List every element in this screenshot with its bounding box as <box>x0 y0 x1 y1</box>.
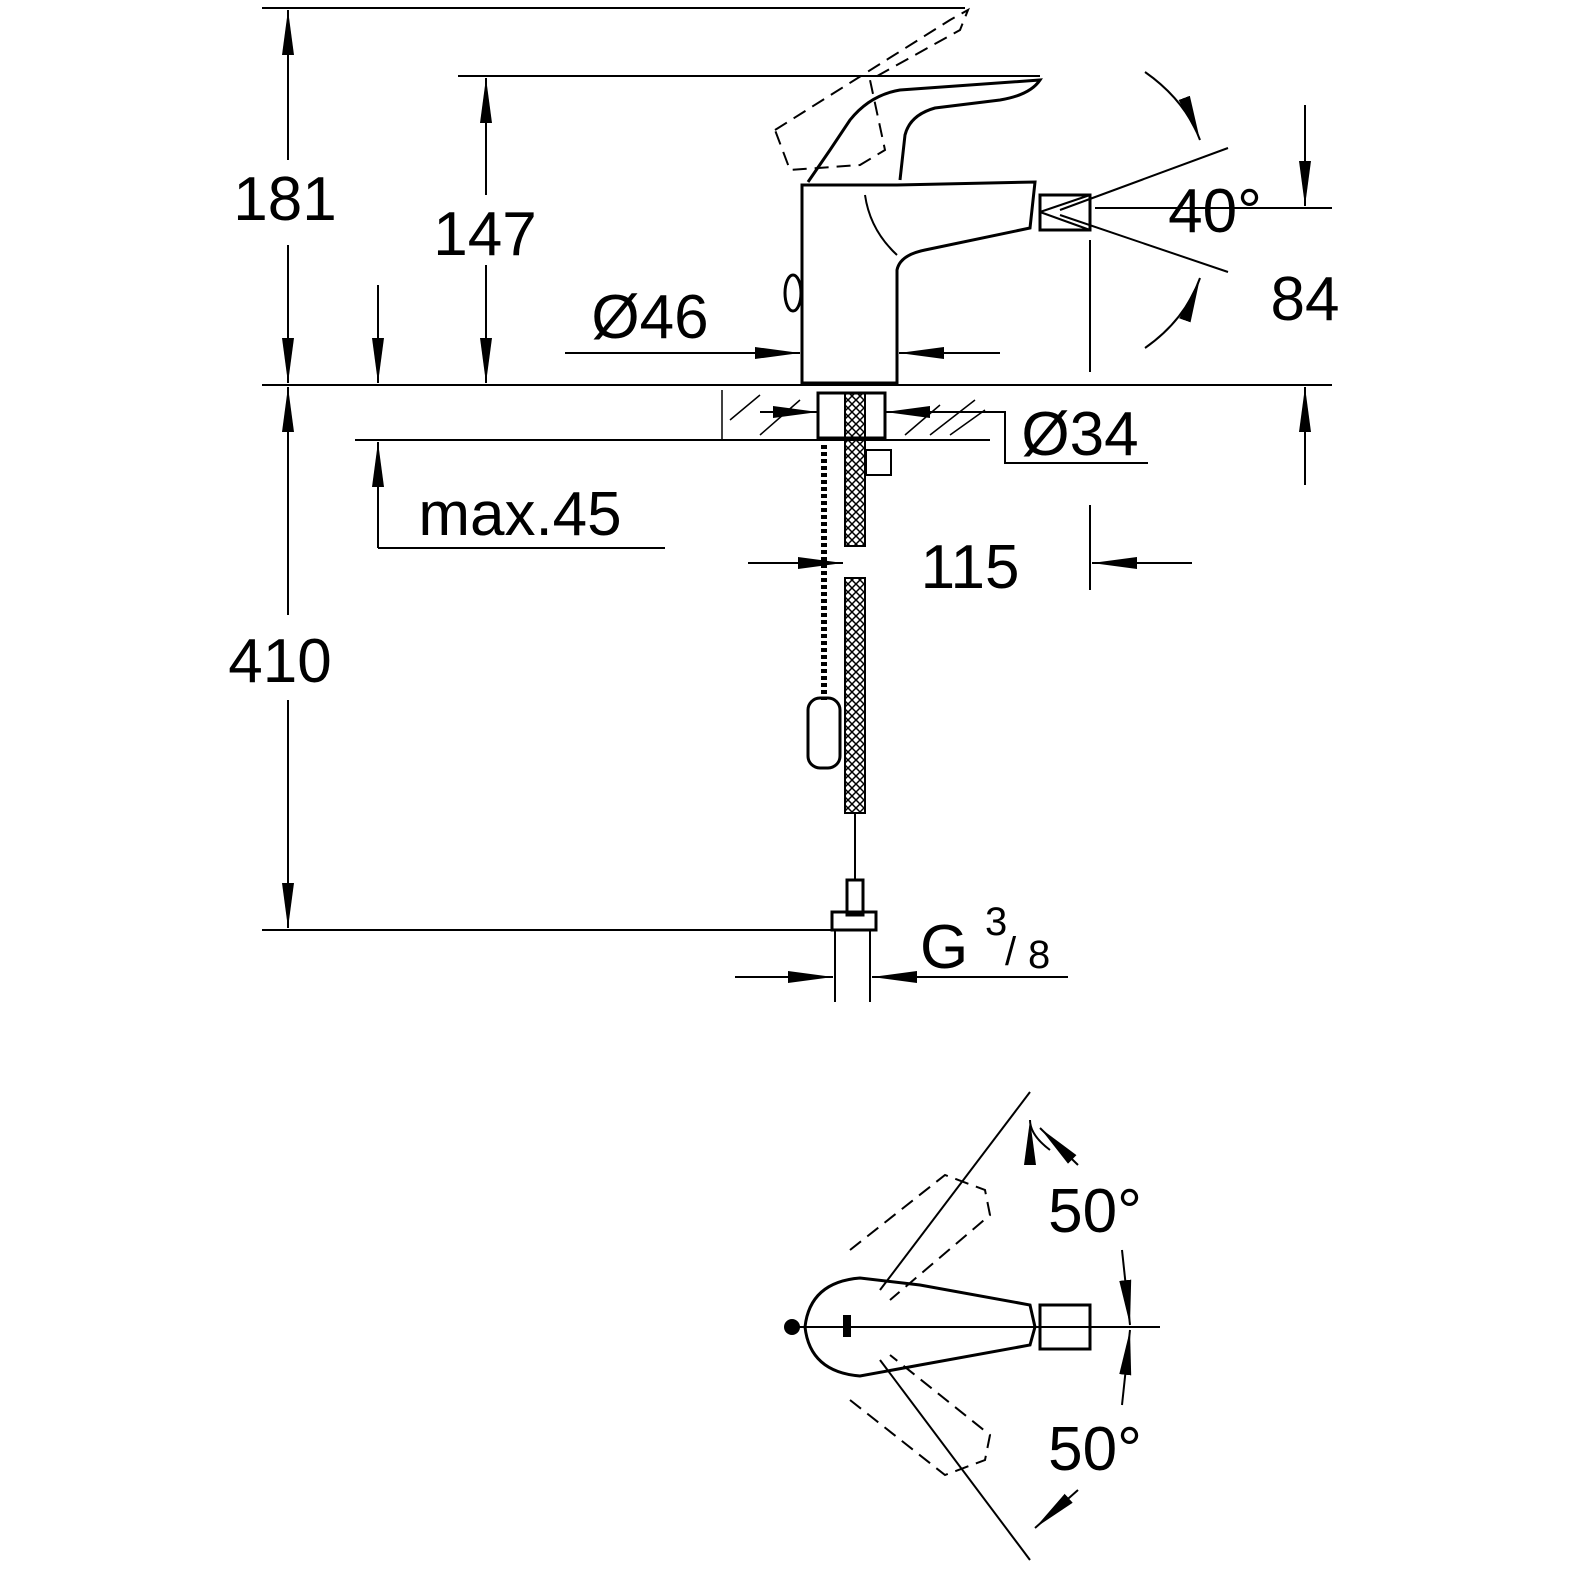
dim-40deg-label: 40° <box>1168 177 1262 246</box>
dimension-total-height: 181 <box>233 10 337 383</box>
dimension-body-diameter: Ø46 <box>565 283 1000 359</box>
dimension-spout-reach: 115 <box>748 533 1192 602</box>
dimension-outlet-height: 84 <box>1271 105 1340 485</box>
thread-g-label: G <box>920 913 968 982</box>
reference-lines <box>262 7 1332 931</box>
lever-angle-lower-label: 50° <box>1048 1415 1142 1484</box>
mounting-deck <box>721 390 990 441</box>
dimension-hole-diameter: Ø34 <box>760 400 1148 469</box>
thread-numerator: 3 <box>985 900 1007 944</box>
dim-410-label: 410 <box>228 627 331 696</box>
dim-181-label: 181 <box>233 165 336 234</box>
lever-angle-upper-label: 50° <box>1048 1177 1142 1246</box>
dimension-spout-height: 147 <box>433 78 537 383</box>
faucet-side-view <box>721 7 1092 932</box>
dimension-hose-length: 410 <box>228 387 332 928</box>
thread-denominator: 8 <box>1028 933 1050 977</box>
dimension-connection-thread: G 3 / 8 <box>735 900 1068 1002</box>
dim-d46-label: Ø46 <box>591 283 708 352</box>
dimension-max-deck: max.45 <box>372 285 665 549</box>
dim-115-label: 115 <box>921 533 1020 602</box>
dim-max45-label: max.45 <box>418 480 621 549</box>
faucet-top-view: 50° 50° <box>784 1091 1160 1561</box>
dim-84-label: 84 <box>1271 265 1340 334</box>
dimension-spray-angle: 40° <box>1059 71 1262 349</box>
dim-d34-label: Ø34 <box>1021 400 1138 469</box>
dim-147-label: 147 <box>433 200 536 269</box>
thread-slash: / <box>1005 930 1017 974</box>
